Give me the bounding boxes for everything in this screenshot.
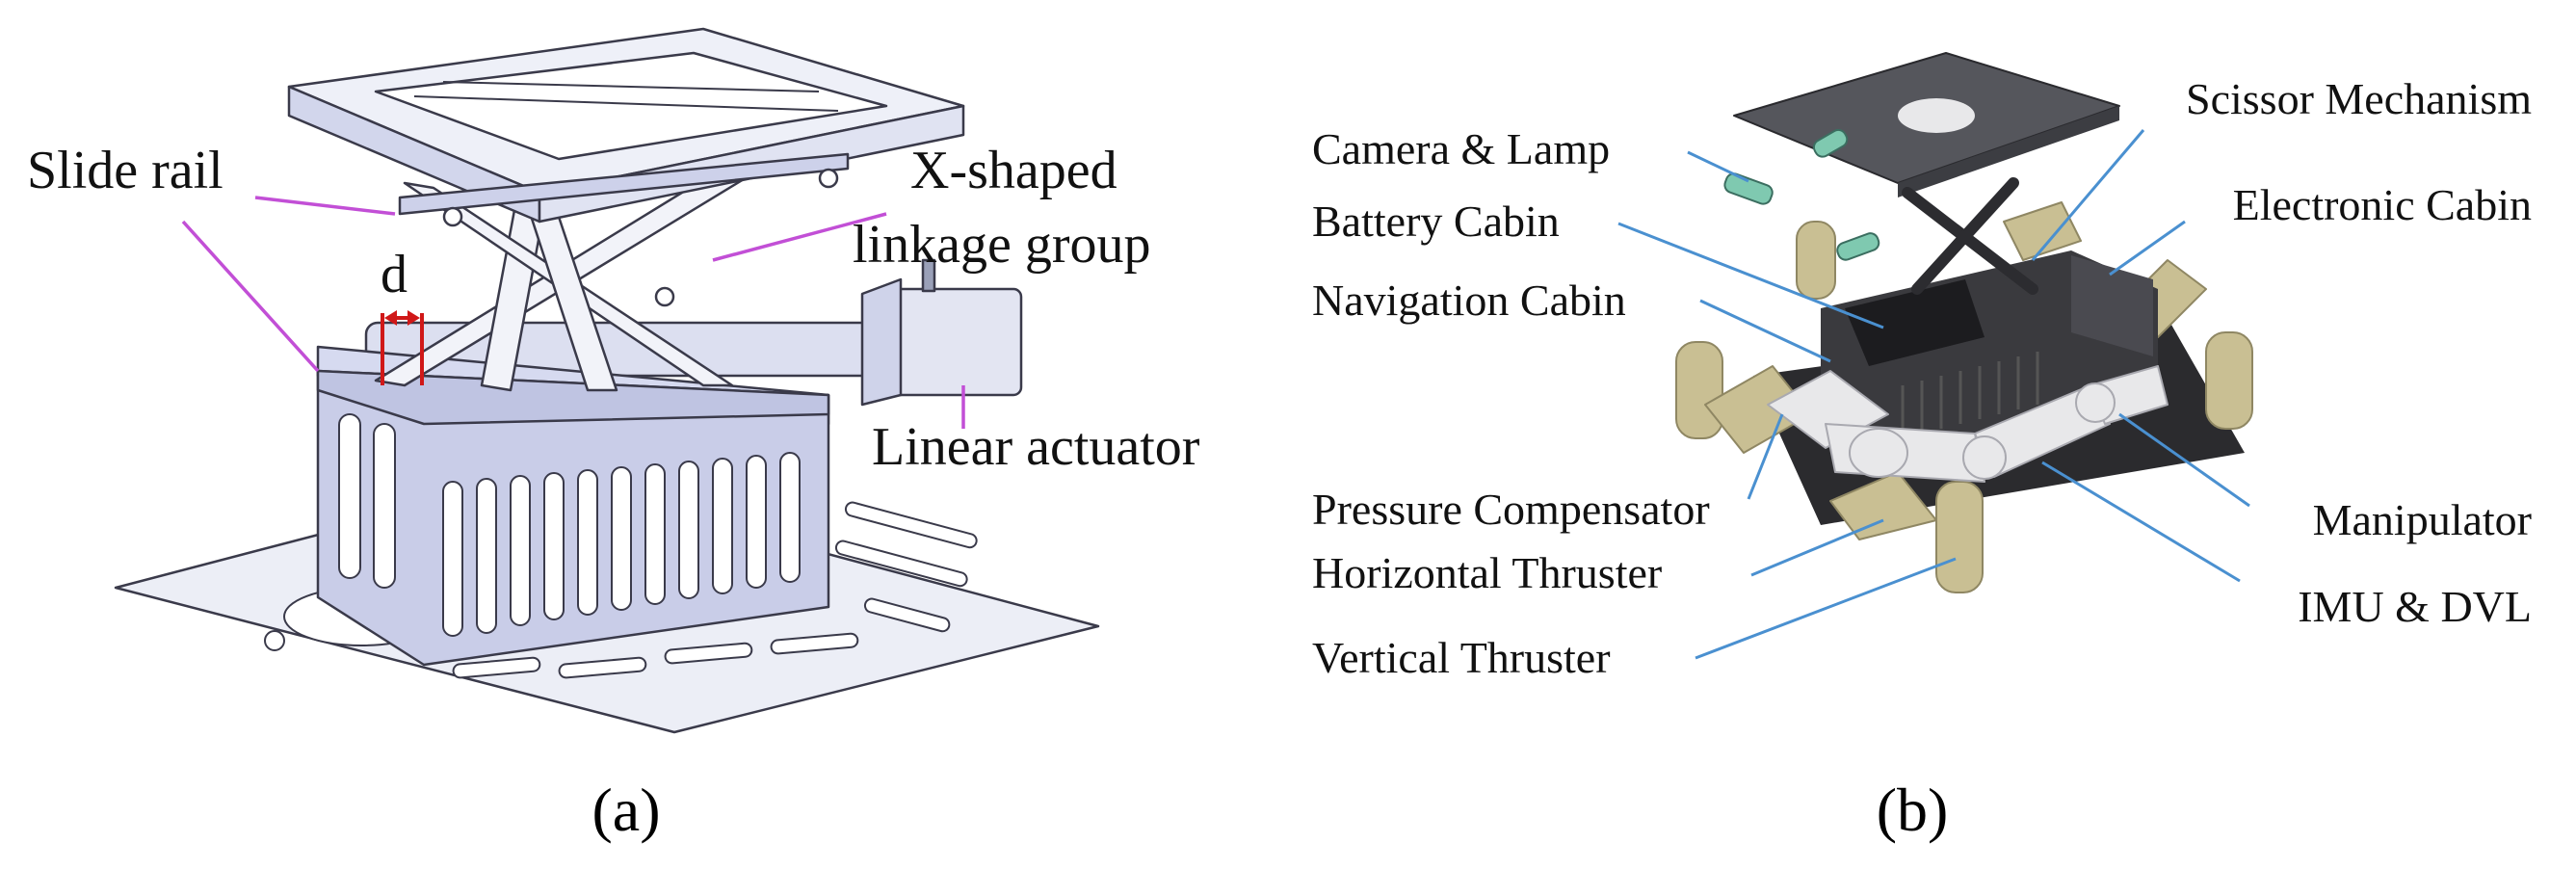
label-electronic-cabin: Electronic Cabin — [2233, 180, 2532, 229]
caption-b: (b) — [1877, 776, 1949, 844]
electronic-cabin — [2071, 255, 2153, 356]
label-linear-actuator: Linear actuator — [872, 417, 1200, 477]
camera-2 — [1836, 232, 1880, 261]
vertical-thruster-fl — [1675, 341, 1723, 439]
leader-slide-rail-2 — [181, 220, 320, 373]
leader-electronic-cabin — [2109, 220, 2186, 276]
label-x-shaped: X-shaped — [910, 141, 1117, 200]
leader-vertical-thruster — [1695, 557, 1957, 660]
top-plate-window — [1898, 98, 1975, 133]
cabin-fins — [1901, 352, 2039, 438]
label-pressure-compensator: Pressure Compensator — [1312, 485, 1710, 534]
leader-x-linkage — [712, 212, 887, 262]
label-navigation-cabin: Navigation Cabin — [1312, 276, 1626, 325]
vertical-thruster-rr — [2205, 331, 2253, 430]
vertical-thruster-rl — [1935, 481, 1984, 593]
label-d: d — [381, 245, 407, 304]
vehicle-scissor — [1902, 177, 2038, 295]
panel-b-leaders — [1617, 129, 2250, 660]
leader-horizontal-thruster — [1750, 518, 1884, 577]
label-imu-dvl: IMU & DVL — [2298, 582, 2532, 631]
dimension-d-marker — [381, 310, 424, 385]
cage-slots — [338, 413, 801, 637]
camera-3 — [1812, 128, 1849, 158]
label-vertical-thruster: Vertical Thruster — [1312, 633, 1611, 682]
label-scissor-mechanism: Scissor Mechanism — [2186, 74, 2532, 123]
actuator-motor — [880, 287, 1023, 397]
label-battery-cabin: Battery Cabin — [1312, 197, 1560, 246]
label-manipulator: Manipulator — [2313, 495, 2532, 544]
camera-1 — [1723, 172, 1774, 205]
platform-window — [374, 51, 888, 161]
panel-b-render — [1675, 52, 2253, 593]
leader-manipulator — [2118, 412, 2250, 508]
horizontal-thruster-4 — [2003, 201, 2082, 261]
leader-imu-dvl — [2041, 461, 2241, 583]
leader-battery-cabin — [1617, 222, 1884, 329]
slide-rail — [398, 152, 850, 216]
battery-cabin — [1845, 279, 1985, 366]
panel-a-leaders — [181, 196, 965, 429]
label-horizontal-thruster: Horizontal Thruster — [1312, 548, 1662, 597]
caption-a: (a) — [591, 776, 660, 844]
horizontal-thruster-2 — [1829, 471, 1937, 540]
leader-camera-lamp — [1687, 150, 1749, 183]
frame-top-rail — [316, 369, 830, 426]
panel-a-drawing — [114, 27, 1100, 734]
vertical-thruster-fr — [1796, 221, 1836, 300]
label-slide-rail: Slide rail — [27, 141, 223, 200]
base-plate-slots — [264, 501, 978, 679]
thrusters — [1675, 201, 2253, 593]
actuator-flange — [860, 277, 903, 407]
leader-navigation-cabin — [1699, 299, 1831, 363]
leader-pressure-compensator — [1747, 413, 1784, 500]
cameras — [1723, 128, 1880, 261]
manipulator-arm — [1767, 365, 2169, 483]
label-camera-lamp: Camera & Lamp — [1312, 124, 1610, 173]
label-linkage-group: linkage group — [853, 215, 1150, 275]
leader-slide-rail-1 — [254, 196, 396, 216]
leader-scissor-mechanism — [2031, 129, 2145, 261]
